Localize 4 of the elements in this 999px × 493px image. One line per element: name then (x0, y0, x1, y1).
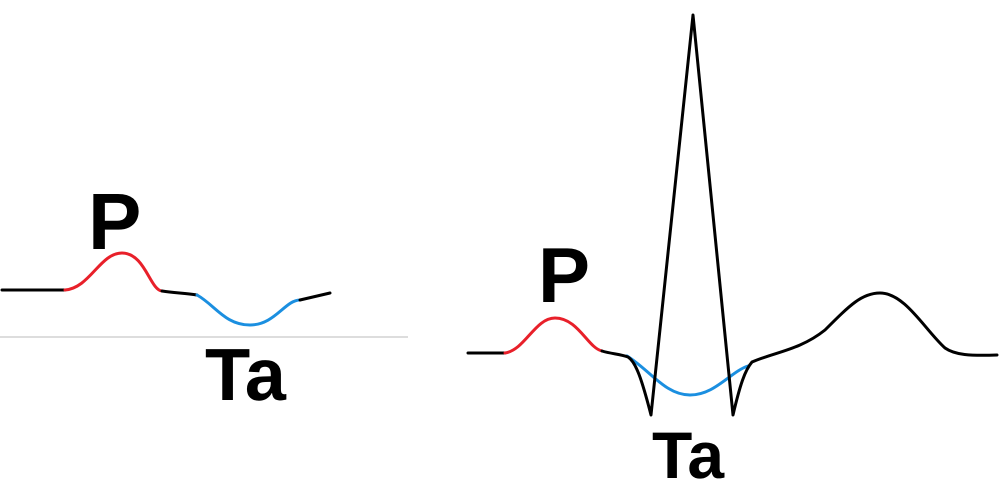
wave-label: P (88, 182, 142, 262)
wave-label: P (538, 236, 590, 314)
wave-label: Ta (205, 338, 286, 412)
wave-label: Ta (652, 422, 724, 488)
